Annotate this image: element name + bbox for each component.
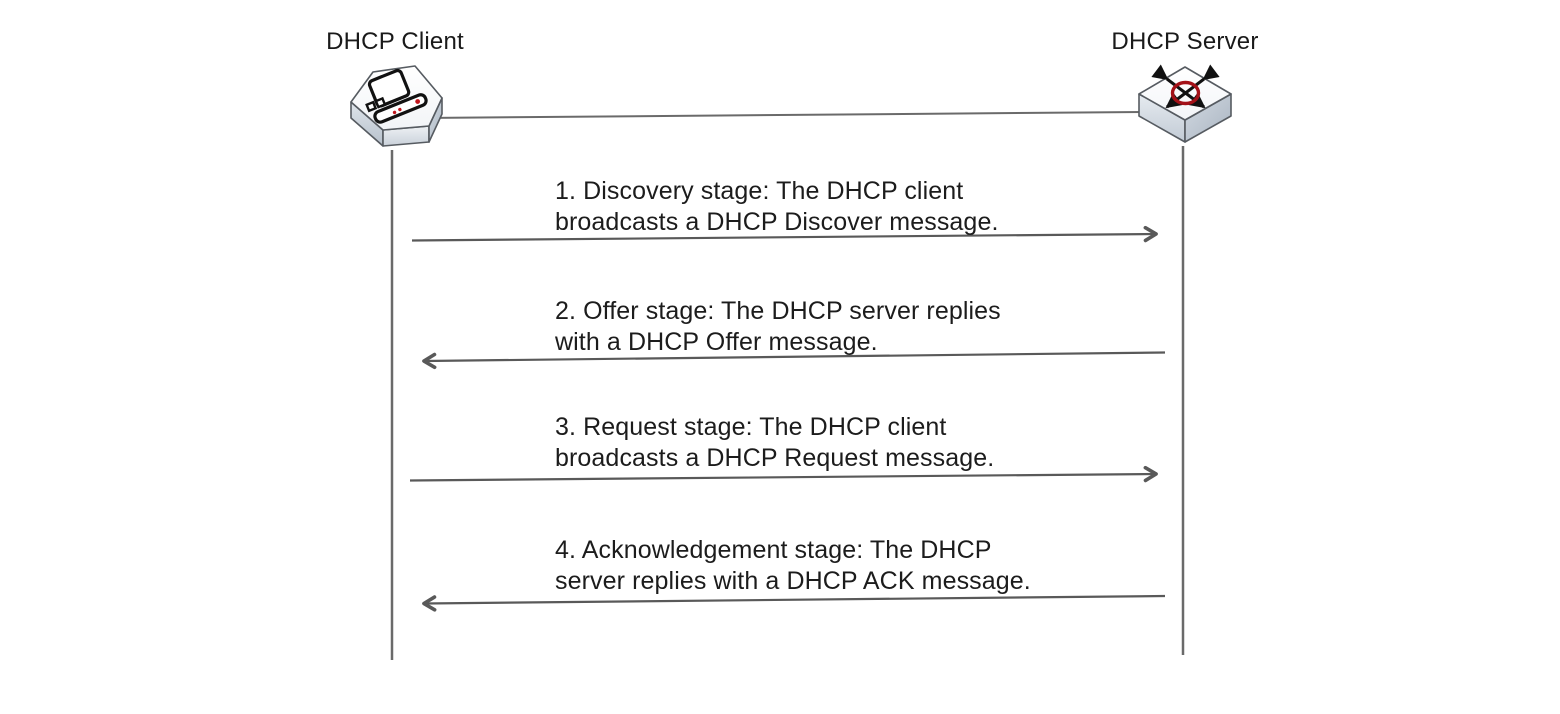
message-3-line-2: broadcasts a DHCP Request message. [555,444,995,472]
message-1-line-1: 1. Discovery stage: The DHCP client [555,177,964,205]
message-3-line-1: 3. Request stage: The DHCP client [555,413,947,441]
router-icon [1138,64,1232,143]
actor-label-dhcp-client: DHCP Client [326,28,464,55]
workstation-glyph [365,68,428,124]
message-text-2: 2. Offer stage: The DHCP server replies … [555,296,1115,358]
client-server-link-line [421,111,1144,119]
actor-label-dhcp-server: DHCP Server [1111,28,1259,55]
workstation-icon [350,65,443,147]
message-4-line-2: server replies with a DHCP ACK message. [555,567,1031,595]
message-1-line-2: broadcasts a DHCP Discover message. [555,208,999,236]
message-2-line-2: with a DHCP Offer message. [555,328,878,356]
message-text-4: 4. Acknowledgement stage: The DHCP serve… [555,535,1115,597]
message-text-3: 3. Request stage: The DHCP client broadc… [555,412,1115,474]
message-arrow-4-ack [422,594,1166,612]
message-arrow-3-request [409,465,1158,483]
message-text-1: 1. Discovery stage: The DHCP client broa… [555,176,1115,238]
message-2-line-1: 2. Offer stage: The DHCP server replies [555,297,1001,325]
router-glyph [1151,64,1220,109]
message-4-line-1: 4. Acknowledgement stage: The DHCP [555,536,992,564]
